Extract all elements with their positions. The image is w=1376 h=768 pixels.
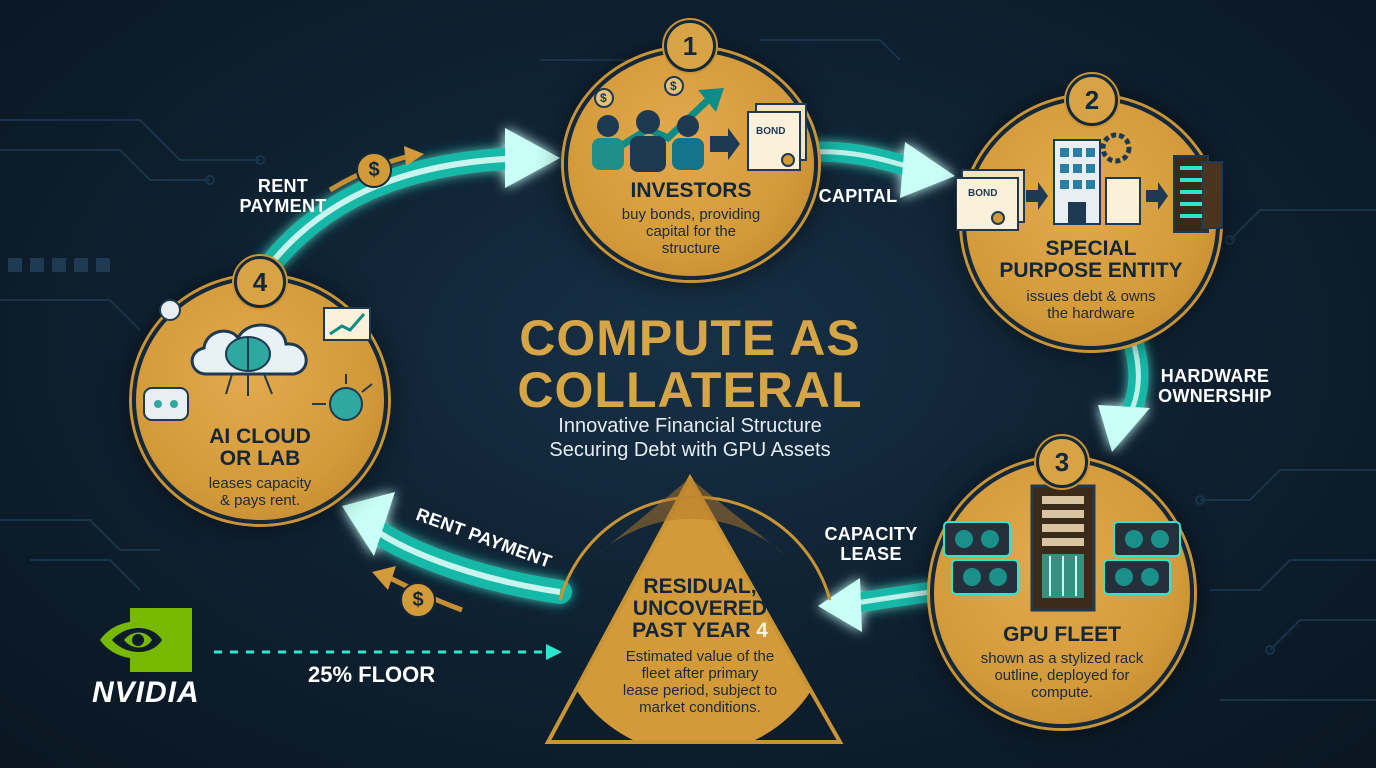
- coin-symbol: $: [600, 91, 607, 105]
- ai-lab-desc-line: & pays rent.: [219, 492, 301, 509]
- arrow-rent-to-ai-lab: [342, 492, 572, 604]
- node-investors: $ $ BOND INVESTORS buy bonds, providing …: [564, 48, 818, 280]
- nvidia-eye-logo-icon: [100, 608, 192, 672]
- ai-lab-desc-line: leases capacity: [208, 475, 312, 492]
- pixel-squares: [8, 258, 110, 272]
- flow-label-line: OWNERSHIP: [1158, 386, 1272, 406]
- investors-title: INVESTORS: [630, 179, 752, 202]
- subtitle-line: Innovative Financial Structure: [558, 415, 822, 437]
- node-special-purpose-entity: BOND SPECIAL PURPOSE ENTITY issues debt …: [956, 96, 1223, 350]
- residual-desc-line: lease period, subject to: [622, 682, 778, 699]
- step-badge: 4: [234, 256, 286, 308]
- node-gpu-fleet: GPU FLEET shown as a stylized rack outli…: [930, 458, 1194, 728]
- step-badge: 2: [1066, 74, 1118, 126]
- arrow-hardware-ownership: [1098, 328, 1150, 452]
- flow-label-rent-payment-top: RENT PAYMENT: [228, 176, 338, 216]
- floor-label: 25% FLOOR: [308, 662, 436, 687]
- residual-title-line: PAST YEAR: [632, 619, 751, 642]
- bond-label: BOND: [968, 188, 997, 199]
- ai-cloud-illustration-icon: [143, 299, 373, 421]
- coin-symbol: $: [412, 589, 424, 611]
- flow-label-capital: CAPITAL: [818, 186, 898, 206]
- gpu-fleet-desc-line: outline, deployed for: [994, 667, 1130, 684]
- coin-symbol: $: [368, 159, 380, 181]
- spe-desc-line: issues debt & owns: [1026, 288, 1156, 305]
- gpu-fleet-desc-line: compute.: [1031, 684, 1093, 701]
- coin-icon: $: [400, 582, 436, 618]
- subtitle: Innovative Financial Structure Securing …: [480, 414, 900, 462]
- residual-desc-line: market conditions.: [639, 699, 761, 716]
- residual-title-line: UNCOVERED: [632, 597, 768, 620]
- flow-label-line: RENT: [257, 176, 309, 196]
- residual-marker: 4: [756, 619, 768, 642]
- investors-illustration-icon: $ $ BOND: [592, 76, 807, 172]
- subtitle-line: Securing Debt with GPU Assets: [549, 439, 831, 461]
- arrow-capacity-lease: [818, 578, 940, 632]
- flow-label-hardware-ownership: HARDWARE OWNERSHIP: [1150, 366, 1280, 406]
- coin-icon: $: [356, 152, 392, 188]
- spe-desc-line: the hardware: [1047, 305, 1135, 322]
- investors-desc-line: capital for the: [645, 223, 737, 240]
- step-badge: 1: [664, 20, 716, 72]
- floor-connector: [214, 644, 562, 660]
- arrow-capital: [802, 141, 955, 198]
- flow-label-line: HARDWARE: [1160, 366, 1270, 386]
- residual-desc-line: Estimated value of the: [625, 648, 775, 665]
- gpu-rack-illustration-icon: [943, 484, 1181, 612]
- flow-label-capacity-lease: CAPACITY LEASE: [816, 524, 926, 564]
- flow-label-line: CAPACITY: [824, 524, 918, 544]
- spe-illustration-icon: BOND: [956, 132, 1223, 233]
- residual-title: RESIDUAL, UNCOVERED PAST YEAR 4: [580, 576, 820, 642]
- gpu-fleet-title: GPU FLEET: [1003, 623, 1121, 646]
- spe-title: SPECIAL: [1045, 237, 1137, 260]
- investors-desc-line: structure: [661, 240, 721, 257]
- step-badge: 3: [1036, 436, 1088, 488]
- spe-title: PURPOSE ENTITY: [999, 259, 1183, 282]
- investors-desc-line: buy bonds, providing: [621, 206, 761, 223]
- ai-lab-title: AI CLOUD: [209, 425, 311, 448]
- nvidia-wordmark: NVIDIA: [92, 676, 200, 709]
- bond-label: BOND: [756, 126, 785, 137]
- flow-label-line: PAYMENT: [239, 196, 327, 216]
- flow-label-line: LEASE: [840, 544, 902, 564]
- residual-desc: Estimated value of the fleet after prima…: [590, 648, 810, 716]
- node-ai-cloud-or-lab: AI CLOUD OR LAB leases capacity & pays r…: [132, 276, 388, 524]
- circuit-traces: [0, 39, 1376, 701]
- page-title: COMPUTE AS COLLATERAL: [517, 310, 863, 418]
- gpu-fleet-desc-line: shown as a stylized rack: [980, 650, 1144, 667]
- ai-lab-title: OR LAB: [219, 447, 301, 470]
- coin-symbol: $: [670, 79, 677, 93]
- residual-desc-line: fleet after primary: [641, 665, 759, 682]
- residual-title-line: RESIDUAL,: [643, 575, 757, 598]
